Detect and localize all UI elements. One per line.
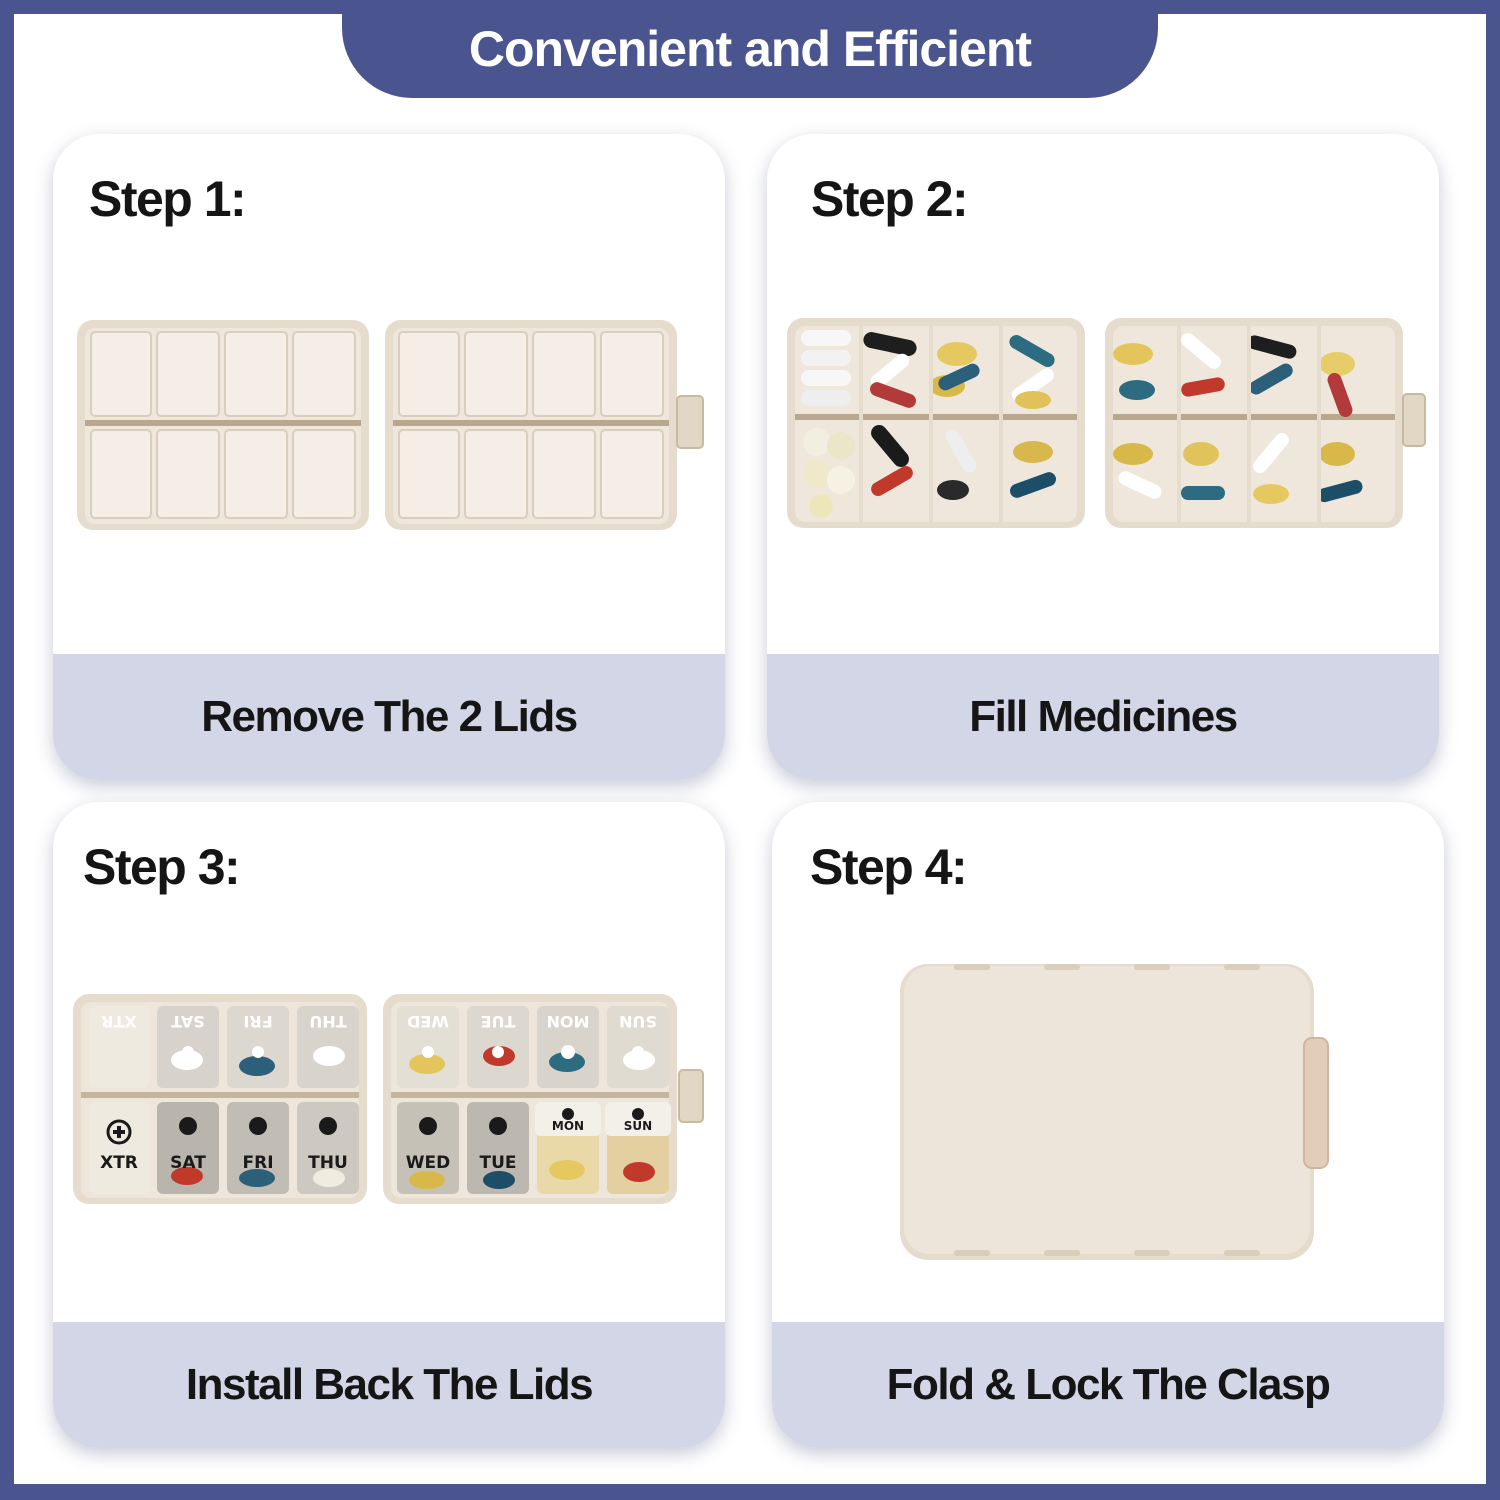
- step-4-title: Step 4:: [810, 839, 968, 895]
- step-1-caption: Remove The 2 Lids: [53, 654, 725, 780]
- lid-label-top-4: WED: [407, 1012, 449, 1031]
- filled-pill-case-image: [777, 314, 1427, 534]
- step-2-title: Step 2:: [811, 171, 969, 227]
- lid-label-top-2: FRI: [243, 1012, 272, 1031]
- step-4-card: Step 4: Fold & Lock The Clasp: [772, 802, 1444, 1448]
- lid-label-bottom-1: SAT: [170, 1153, 206, 1173]
- step-3-title: Step 3:: [83, 839, 241, 895]
- lid-label-top-6: MON: [547, 1012, 590, 1031]
- step-1-title: Step 1:: [89, 171, 247, 227]
- plus-icon: [106, 1119, 132, 1145]
- lid-label-bottom-3: THU: [308, 1153, 348, 1173]
- lidded-pill-case-image: XTR SAT FRI THU WED TUE MON SUN XTR SAT …: [67, 990, 713, 1210]
- moon-icon: [179, 1108, 644, 1135]
- lid-label-bottom-6: MON: [552, 1119, 584, 1133]
- lid-label-bottom-2: FRI: [242, 1153, 273, 1173]
- step-2-caption: Fill Medicines: [767, 654, 1439, 780]
- lid-label-top-1: SAT: [171, 1012, 205, 1031]
- step-1-card: Step 1:: [53, 134, 725, 780]
- empty-pill-case-image: [71, 316, 711, 536]
- lid-label-top-3: THU: [309, 1012, 346, 1031]
- lid-label-bottom-4: WED: [406, 1153, 450, 1173]
- step-3-card: Step 3:: [53, 802, 725, 1448]
- lid-label-bottom-0: XTR: [100, 1153, 138, 1173]
- banner-title: Convenient and Efficient: [342, 0, 1158, 98]
- closed-pill-case-image: [894, 958, 1334, 1268]
- lid-label-bottom-5: TUE: [479, 1153, 516, 1173]
- step-4-caption: Fold & Lock The Clasp: [772, 1322, 1444, 1448]
- lid-label-top-0: XTR: [101, 1012, 137, 1031]
- lid-label-top-5: TUE: [481, 1012, 516, 1031]
- sun-icon: [182, 1045, 644, 1059]
- step-3-caption: Install Back The Lids: [53, 1322, 725, 1448]
- lid-label-bottom-7: SUN: [624, 1119, 652, 1133]
- step-2-card: Step 2:: [767, 134, 1439, 780]
- lid-label-top-7: SUN: [619, 1012, 657, 1031]
